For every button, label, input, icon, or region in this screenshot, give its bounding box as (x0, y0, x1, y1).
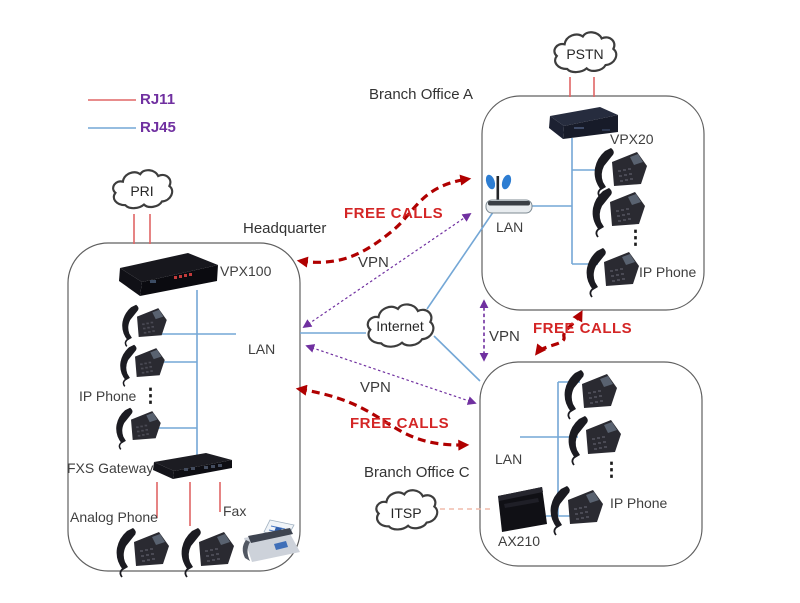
hq-more-phones-ellipsis: ⋮ (141, 386, 160, 407)
branch-a-ip-phone-label: IP Phone (639, 264, 697, 280)
branch-c-ip-phone-label: IP Phone (610, 495, 668, 511)
branch-a-more-phones-ellipsis: ⋮ (626, 228, 645, 249)
headquarter-title: Headquarter (243, 220, 327, 237)
branch-c-box (479, 361, 703, 567)
wifi-wave-icon (485, 174, 496, 190)
ip-phone (563, 369, 618, 420)
analog-phone (115, 527, 170, 578)
wireless-router-device (485, 174, 533, 214)
ip-phone (593, 147, 648, 198)
branch-c-lan-label: LAN (495, 451, 523, 467)
branch-a-box (481, 95, 705, 311)
wifi-wave-icon (501, 174, 512, 190)
ip-phone (115, 406, 162, 451)
rj11-lines (133, 77, 595, 526)
hq-lan-label: LAN (248, 341, 276, 357)
vpx20-device (549, 107, 618, 139)
vpn-label-a-c: VPN (489, 328, 520, 345)
ip-phone (119, 343, 166, 388)
pri-cloud-label: PRI (130, 183, 154, 199)
ax210-label: AX210 (498, 533, 541, 549)
pstn-cloud-label: PSTN (566, 46, 604, 62)
vpx100-device (119, 253, 218, 296)
analog-phone-label: Analog Phone (70, 509, 158, 525)
legend-rj45-label: RJ45 (140, 119, 176, 136)
ip-phone (585, 247, 640, 298)
free-calls-hq-c (295, 384, 470, 451)
free-calls-hq-a (296, 174, 472, 268)
ax210-device (498, 487, 547, 532)
free-calls-label-hq-a: FREE CALLS (344, 205, 444, 222)
fax-device (242, 519, 300, 562)
branch-c-title: Branch Office C (364, 464, 470, 481)
fxs-gateway-label: FXS Gateway (67, 460, 154, 476)
vpx20-label: VPX20 (610, 131, 654, 147)
fxs-gateway-device (153, 453, 232, 479)
free-calls-label-a-c: FREE CALLS (533, 320, 633, 337)
branch-a-title: Branch Office A (369, 86, 473, 103)
analog-phone (180, 527, 235, 578)
hq-ip-phone-label: IP Phone (79, 388, 137, 404)
ip-phone (567, 415, 622, 466)
free-calls-label-hq-c: FREE CALLS (350, 415, 450, 432)
branch-c-more-phones-ellipsis: ⋮ (602, 460, 621, 481)
vpn-label-hq-c: VPN (360, 379, 391, 396)
free-calls-a-c (535, 310, 583, 356)
free-calls-links (295, 174, 583, 451)
ip-phone (121, 303, 168, 348)
branch-a-lan-label: LAN (496, 219, 524, 235)
itsp-cloud-label: ITSP (390, 505, 422, 521)
vpn-label-hq-a: VPN (358, 254, 389, 271)
vpn-link-hq-c (305, 344, 477, 405)
vpx100-label: VPX100 (220, 263, 272, 279)
fax-label: Fax (223, 503, 247, 519)
legend-rj11-label: RJ11 (140, 91, 176, 108)
internet-cloud-label: Internet (376, 318, 424, 334)
